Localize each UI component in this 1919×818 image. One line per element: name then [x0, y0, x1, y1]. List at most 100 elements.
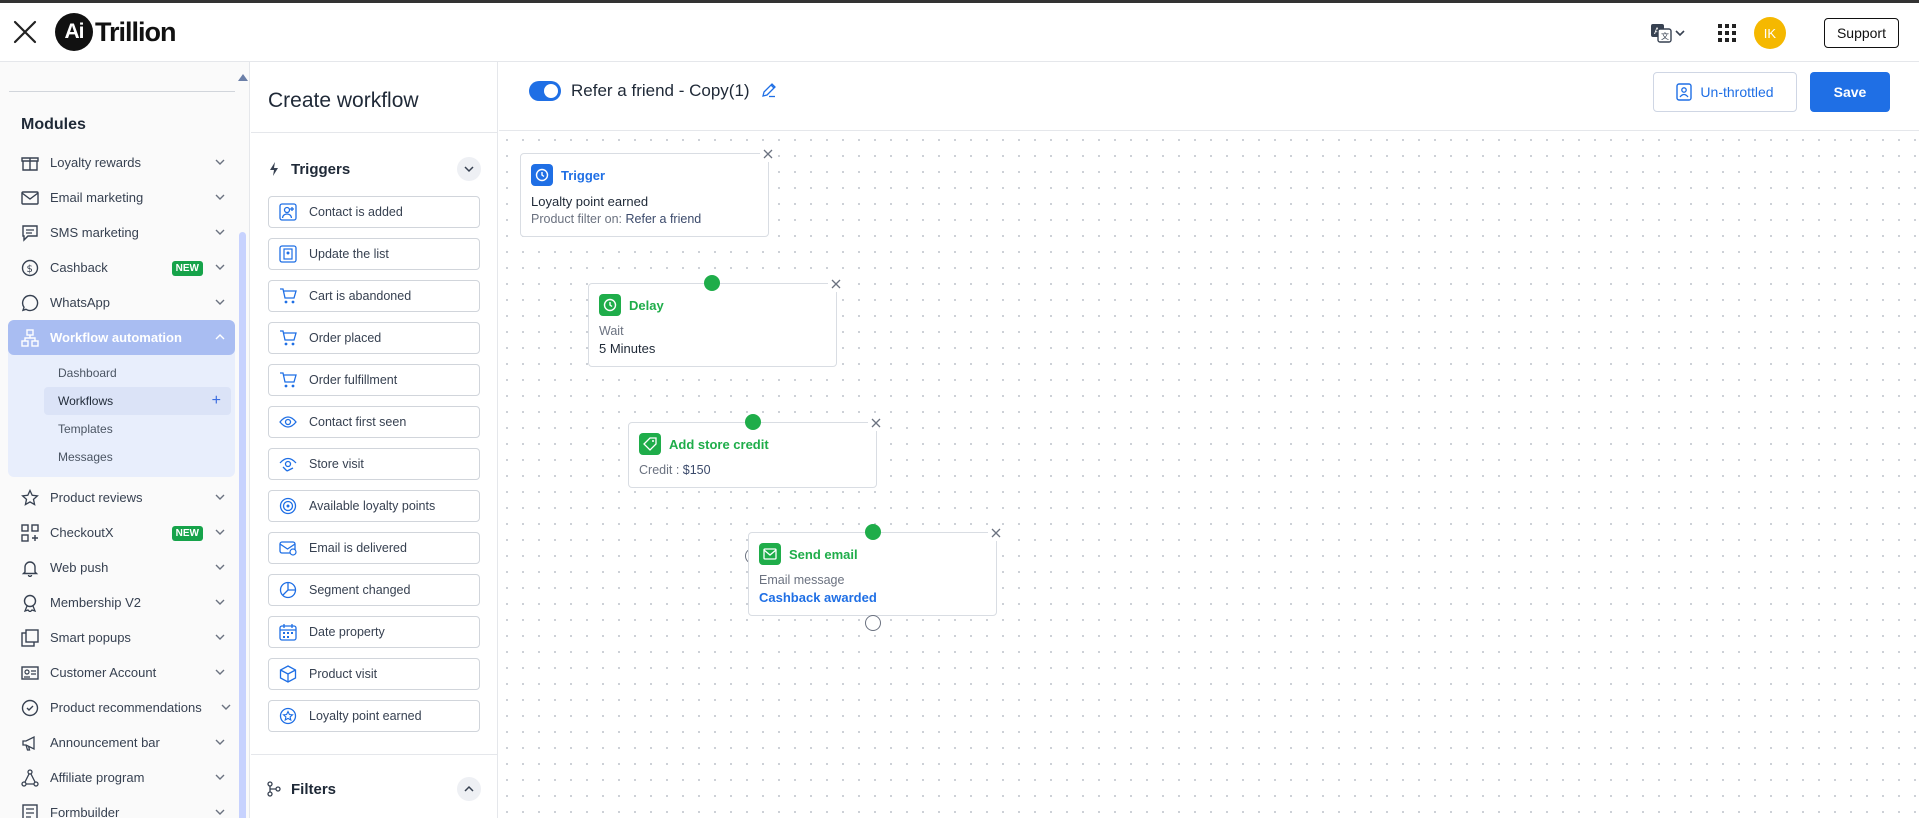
loyalty-icon [20, 153, 40, 173]
trigger-available-loyalty-points[interactable]: Available loyalty points [268, 490, 480, 522]
trigger-event: Loyalty point earned [531, 194, 649, 209]
trigger-product-visit[interactable]: Product visit [268, 658, 480, 690]
filters-section-header[interactable]: Filters [267, 774, 481, 804]
sidebar-item-label: Membership V2 [50, 595, 142, 610]
sidebar-item-label: Formbuilder [50, 805, 120, 818]
workflow-canvas[interactable]: Trigger Loyalty point earned Product fil… [499, 132, 1919, 818]
node-title: Send email [789, 546, 858, 562]
trigger-date-property[interactable]: Date property [268, 616, 480, 648]
add-store-credit-node[interactable]: Add store credit Credit : $150 [628, 415, 884, 488]
trigger-update-the-list[interactable]: Update the list [268, 238, 480, 270]
chevron-down-icon [215, 229, 225, 235]
scroll-up-arrow-icon[interactable] [238, 74, 248, 81]
close-icon[interactable] [12, 19, 38, 45]
remove-node-close-icon[interactable] [988, 525, 1004, 541]
remove-node-close-icon[interactable] [760, 146, 776, 162]
popup-icon [20, 628, 40, 648]
language-switcher[interactable]: A 文 [1650, 23, 1686, 43]
save-button[interactable]: Save [1810, 72, 1890, 112]
sidebar-item-whatsapp[interactable]: WhatsApp [8, 285, 235, 320]
delay-clock-icon [599, 294, 621, 316]
chevron-down-icon [215, 299, 225, 305]
trigger-label: Available loyalty points [309, 499, 436, 513]
user-avatar[interactable]: IK [1753, 17, 1786, 49]
trigger-cart-is-abandoned[interactable]: Cart is abandoned [268, 280, 480, 312]
trigger-label: Order placed [309, 331, 382, 345]
sidebar-item-announcement-bar[interactable]: Announcement bar [8, 725, 235, 760]
add-workflow-plus-icon[interactable]: + [211, 392, 221, 409]
delay-input-port[interactable] [704, 275, 720, 291]
sidebar-item-sms-marketing[interactable]: SMS marketing [8, 215, 235, 250]
list-icon [279, 245, 297, 263]
node-header: Trigger [531, 164, 758, 186]
email-template-link[interactable]: Cashback awarded [759, 590, 877, 605]
triggers-section-header[interactable]: Triggers [267, 154, 481, 184]
sidebar-item-product-recommendations[interactable]: Product recommendations [8, 690, 235, 725]
submenu-item-dashboard[interactable]: Dashboard [58, 366, 117, 380]
sidebar-item-checkoutx[interactable]: CheckoutX NEW [8, 515, 235, 550]
sidebar-item-membership-v2[interactable]: Membership V2 [8, 585, 235, 620]
trigger-loyalty-point-earned[interactable]: Loyalty point earned [268, 700, 480, 732]
chevron-up-icon [215, 334, 225, 340]
credit-input-port[interactable] [745, 414, 761, 430]
submenu-item-templates[interactable]: Templates [58, 422, 113, 436]
trigger-order-placed[interactable]: Order placed [268, 322, 480, 354]
sidebar-item-product-reviews[interactable]: Product reviews [8, 480, 235, 515]
remove-node-close-icon[interactable] [828, 276, 844, 292]
sidebar-item-affiliate-program[interactable]: Affiliate program [8, 760, 235, 795]
trigger-label: Contact first seen [309, 415, 407, 429]
sidebar-item-customer-account[interactable]: Customer Account [8, 655, 235, 690]
chat-icon [20, 223, 40, 243]
sidebar-item-email-marketing[interactable]: Email marketing [8, 180, 235, 215]
support-button[interactable]: Support [1823, 18, 1899, 48]
pencil-icon[interactable] [761, 82, 777, 98]
trigger-segment-changed[interactable]: Segment changed [268, 574, 480, 606]
sidebar-item-label: Workflow automation [50, 330, 182, 345]
email-input-port[interactable] [865, 524, 881, 540]
chevron-down-icon [215, 264, 225, 270]
sidebar-item-loyalty-rewards[interactable]: Loyalty rewards [8, 145, 235, 180]
remove-node-close-icon[interactable] [868, 415, 884, 431]
delay-label: Wait [599, 324, 624, 338]
sidebar-scrollbar[interactable] [239, 232, 246, 818]
submenu-item-messages[interactable]: Messages [58, 450, 113, 464]
sidebar-item-label: CheckoutX [50, 525, 114, 540]
unthrottled-button[interactable]: Un-throttled [1653, 72, 1797, 112]
svg-text:文: 文 [1661, 31, 1669, 41]
sidebar-divider [9, 91, 235, 92]
sidebar-item-label: SMS marketing [50, 225, 139, 240]
trigger-node[interactable]: Trigger Loyalty point earned Product fil… [520, 146, 776, 237]
workflow-submenu: Dashboard Workflows + Templates Messages [8, 355, 235, 477]
submenu-item-workflows[interactable]: Workflows + [44, 387, 231, 415]
star-icon [20, 488, 40, 508]
trigger-email-is-delivered[interactable]: Email is delivered [268, 532, 480, 564]
sidebar-item-workflow-automation[interactable]: Workflow automation [8, 320, 235, 355]
brand-logo[interactable]: Ai Trillion [55, 13, 177, 51]
sidebar-item-label: WhatsApp [50, 295, 110, 310]
trigger-store-visit[interactable]: Store visit [268, 448, 480, 480]
expand-filters-toggle[interactable] [457, 777, 481, 801]
sidebar-item-formbuilder[interactable]: Formbuilder [8, 795, 235, 818]
sidebar-item-cashback[interactable]: $ Cashback NEW [8, 250, 235, 285]
window-top-border [0, 0, 1919, 3]
collapse-triggers-toggle[interactable] [457, 157, 481, 181]
email-output-port[interactable] [865, 615, 881, 631]
trigger-contact-is-added[interactable]: Contact is added [268, 196, 480, 228]
trigger-label: Order fulfillment [309, 373, 398, 387]
node-title: Add store credit [669, 436, 769, 452]
whatsapp-icon [20, 293, 40, 313]
apps-grid-icon[interactable] [1717, 24, 1736, 42]
modules-sidebar: Modules Loyalty rewards Email marketing … [0, 62, 250, 818]
delay-node[interactable]: Delay Wait 5 Minutes [588, 276, 844, 367]
trigger-label: Product visit [309, 667, 378, 681]
trigger-order-fulfillment[interactable]: Order fulfillment [268, 364, 480, 396]
trigger-label: Date property [309, 625, 385, 639]
sidebar-item-smart-popups[interactable]: Smart popups [8, 620, 235, 655]
send-email-node[interactable]: Send email Email message Cashback awarde… [748, 525, 1004, 616]
chevron-down-icon [215, 159, 225, 165]
trigger-contact-first-seen[interactable]: Contact first seen [268, 406, 480, 438]
sidebar-item-web-push[interactable]: Web push [8, 550, 235, 585]
workflow-enabled-toggle[interactable] [529, 81, 561, 101]
top-header: Ai Trillion A 文 IK Support [0, 3, 1919, 62]
new-badge: NEW [171, 261, 203, 276]
